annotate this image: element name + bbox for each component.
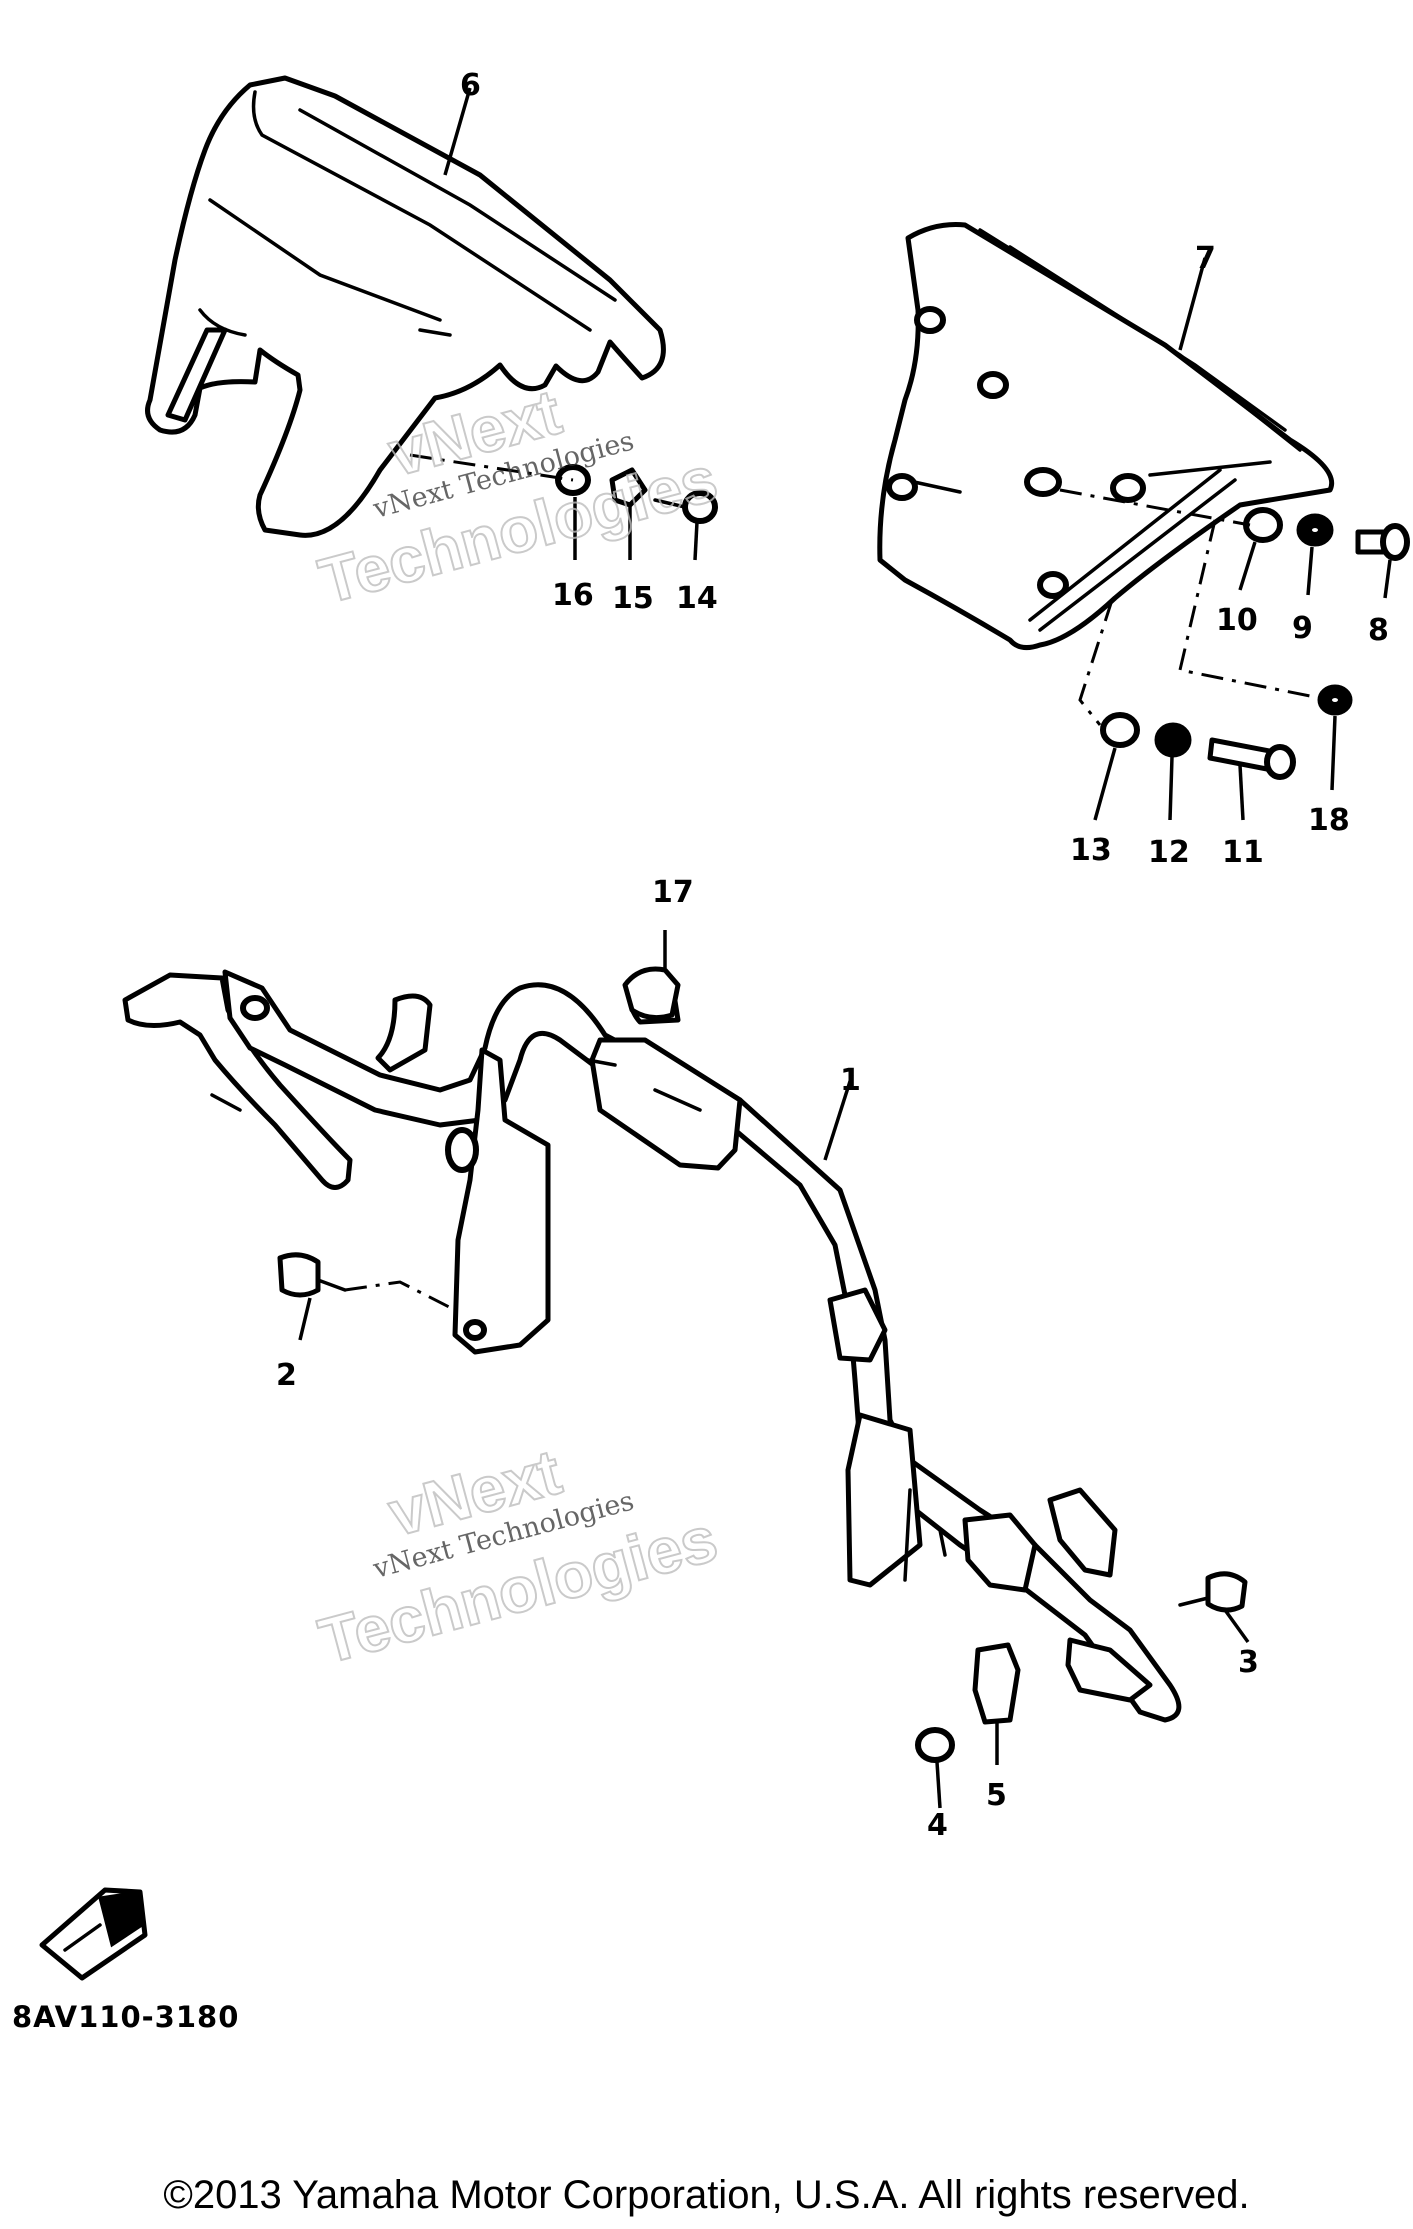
- callout-12: 12: [1148, 835, 1190, 870]
- callout-15: 15: [612, 581, 654, 616]
- callout-2: 2: [276, 1358, 297, 1393]
- section-icon: [39, 1887, 148, 1981]
- callout-17: 17: [652, 875, 694, 910]
- copyright-notice: ©2013 Yamaha Motor Corporation, U.S.A. A…: [163, 2173, 1250, 2217]
- leader-lines: [298, 87, 1392, 1809]
- callout-3: 3: [1238, 1645, 1259, 1680]
- callout-11: 11: [1222, 835, 1264, 870]
- callout-18: 18: [1308, 803, 1350, 838]
- callout-1: 1: [840, 1063, 861, 1098]
- watermark-lower: vNext vNext Technologies Technologies: [311, 1434, 725, 1678]
- callouts: 6 7 16 15 14 10 9 8 18 13 12 11 17 1 2 3…: [276, 68, 1389, 1843]
- hardware: [277, 464, 1410, 1763]
- part-7-panel: [877, 222, 1334, 651]
- callout-10: 10: [1216, 603, 1258, 638]
- assembly-lines: [344, 453, 1321, 1312]
- part-6-cover: [145, 75, 666, 538]
- callout-9: 9: [1292, 611, 1313, 646]
- part-1-frame: [122, 969, 1182, 1723]
- callout-16: 16: [552, 578, 594, 613]
- diagram-code: 8AV110-3180: [12, 2000, 240, 2034]
- callout-4: 4: [927, 1808, 948, 1843]
- callout-14: 14: [676, 581, 718, 616]
- callout-8: 8: [1368, 613, 1389, 648]
- callout-5: 5: [986, 1778, 1007, 1813]
- callout-13: 13: [1070, 833, 1112, 868]
- callout-7: 7: [1195, 241, 1216, 276]
- callout-6: 6: [460, 68, 481, 103]
